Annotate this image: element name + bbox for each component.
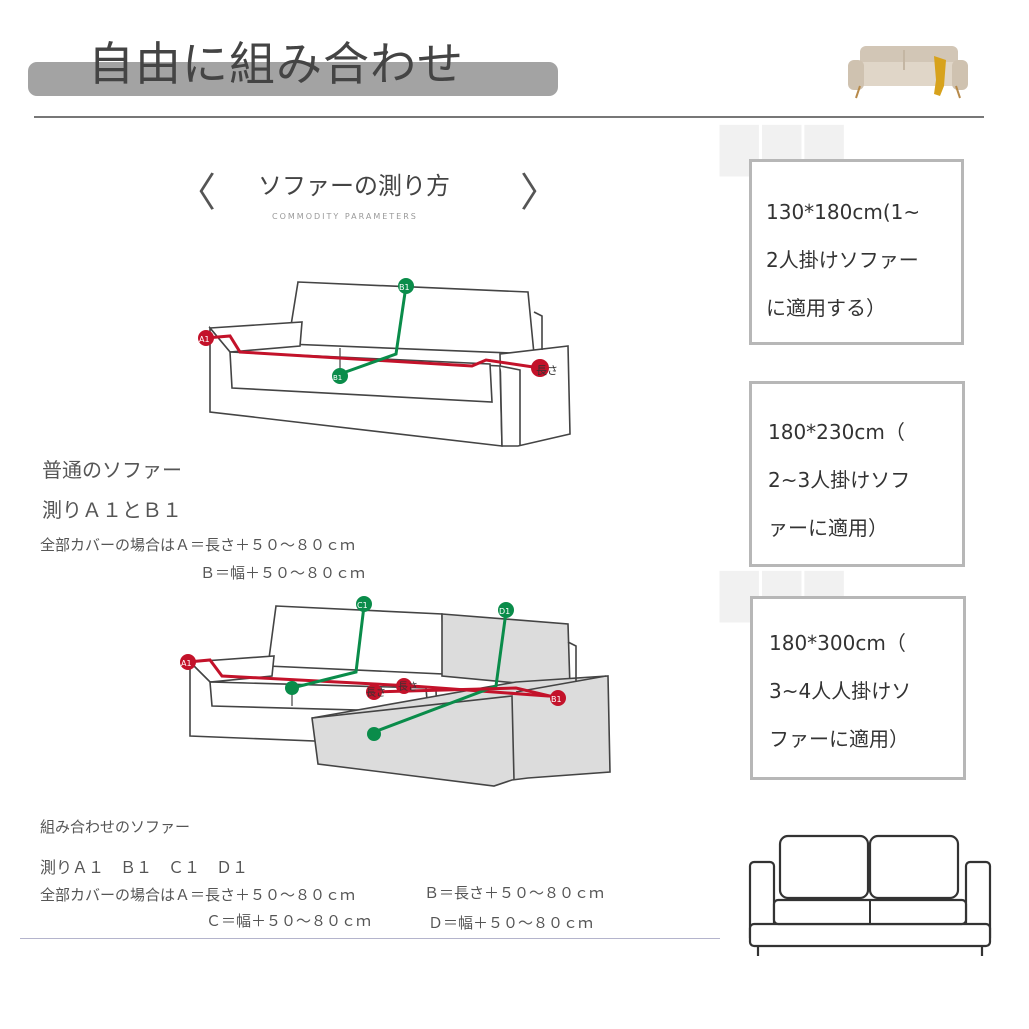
section-subtitle: COMMODITY PARAMETERS bbox=[272, 212, 418, 221]
chevron-right-icon[interactable]: 〉 bbox=[520, 170, 560, 216]
label-length: 長さ bbox=[536, 364, 558, 377]
size-box-2-text: 180*230cm（ 2~3人掛けソフ ァーに適用） bbox=[768, 420, 911, 540]
combo-rule-d: Ｄ＝幅＋５０～８０ｃｍ bbox=[428, 914, 594, 932]
label-a1: A1 bbox=[181, 659, 192, 668]
size-box-2: 180*230cm（ 2~3人掛けソフ ァーに適用） bbox=[749, 381, 965, 567]
label-b1: B1 bbox=[551, 695, 562, 704]
sofa-outline-illustration bbox=[748, 834, 992, 956]
label-length-2: 長さ bbox=[398, 681, 418, 693]
normal-sofa-rule-b: Ｂ＝幅＋５０～８０ｃｍ bbox=[200, 564, 366, 582]
chevron-left-icon[interactable]: 〈 bbox=[176, 170, 216, 216]
label-length-1: 長さ bbox=[366, 687, 386, 699]
title-bar bbox=[28, 62, 558, 96]
size-box-1: 130*180cm(1~ 2人掛けソファー に適用する） bbox=[749, 159, 964, 345]
page-title: 自由に組み合わせ bbox=[88, 37, 464, 91]
size-box-3-text: 180*300cm（ 3~4人人掛けソ ファーに適用） bbox=[769, 631, 912, 751]
size-box-3: 180*300cm（ 3~4人人掛けソ ファーに適用） bbox=[750, 596, 966, 780]
label-b1-mid: B1 bbox=[333, 374, 342, 382]
bottom-divider bbox=[20, 938, 720, 939]
label-a1: A1 bbox=[199, 335, 210, 344]
normal-sofa-title: 普通のソファー bbox=[42, 458, 182, 482]
combo-rule-c: Ｃ＝幅＋５０～８０ｃｍ bbox=[206, 912, 372, 930]
label-d1: D1 bbox=[499, 607, 510, 616]
header-divider bbox=[34, 116, 984, 118]
section-heading: ソファーの測り方 bbox=[258, 172, 450, 200]
combo-rule-b: Ｂ＝長さ＋５０～８０ｃｍ bbox=[424, 884, 605, 902]
combo-sofa-diagram: A1 C1 D1 B1 長さ 長さ bbox=[180, 596, 611, 787]
size-box-1-text: 130*180cm(1~ 2人掛けソファー に適用する） bbox=[766, 200, 921, 320]
normal-sofa-measure: 測りＡ１とＢ１ bbox=[42, 498, 182, 522]
label-b1-top: B1 bbox=[399, 283, 410, 292]
combo-sofa-title: 組み合わせのソファー bbox=[40, 818, 191, 836]
normal-sofa-diagram: A1 B1 B1 長さ bbox=[198, 278, 571, 447]
label-c1: C1 bbox=[357, 601, 368, 610]
sofa-thumbnail bbox=[848, 46, 968, 99]
combo-sofa-measure: 測りＡ１ Ｂ１ Ｃ１ Ｄ１ bbox=[40, 858, 249, 877]
normal-sofa-rule-a: 全部カバーの場合はＡ＝長さ＋５０～８０ｃｍ bbox=[40, 536, 356, 554]
combo-rule-a: 全部カバーの場合はＡ＝長さ＋５０～８０ｃｍ bbox=[40, 886, 356, 904]
